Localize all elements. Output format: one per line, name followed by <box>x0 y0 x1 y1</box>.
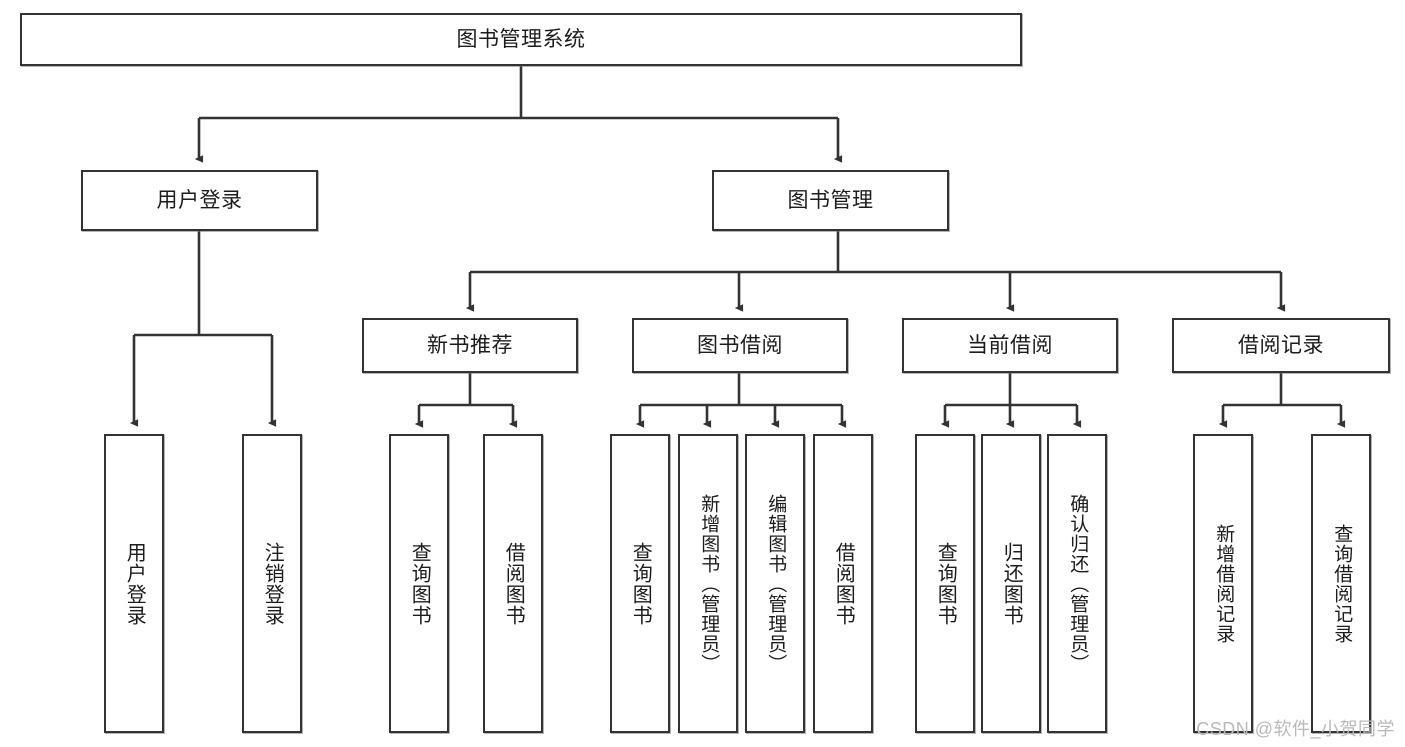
node-user-login-label: 用户登录 <box>156 188 243 212</box>
leaf-query-book-2-label: 查询图书 <box>629 541 652 626</box>
node-book-borrow[interactable]: 图书借阅 <box>632 318 848 373</box>
leaf-borrow-book-2-label: 借阅图书 <box>832 541 855 626</box>
csdn-watermark: CSDN @软件_小贺同学 <box>1196 719 1395 739</box>
node-new-book-rec[interactable]: 新书推荐 <box>362 318 578 373</box>
node-current-borrow-label: 当前借阅 <box>967 333 1053 357</box>
leaf-query-record-label: 查询借阅记录 <box>1331 523 1353 644</box>
leaf-borrow-book-1-label: 借阅图书 <box>502 541 525 626</box>
node-root[interactable]: 图书管理系统 <box>20 13 1022 66</box>
node-new-book-rec-label: 新书推荐 <box>427 333 513 357</box>
leaf-add-book-label: 新增图书（管理员） <box>698 493 720 674</box>
leaf-add-book[interactable]: 新增图书（管理员） <box>678 434 738 733</box>
node-user-login[interactable]: 用户登录 <box>81 170 318 231</box>
leaf-query-record[interactable]: 查询借阅记录 <box>1311 434 1371 733</box>
leaf-query-book-2[interactable]: 查询图书 <box>610 434 670 733</box>
leaf-borrow-book-1[interactable]: 借阅图书 <box>483 434 543 733</box>
node-book-manage-label: 图书管理 <box>787 188 874 212</box>
node-current-borrow[interactable]: 当前借阅 <box>902 318 1118 373</box>
leaf-query-book-1[interactable]: 查询图书 <box>389 434 449 733</box>
leaf-borrow-book-2[interactable]: 借阅图书 <box>813 434 873 733</box>
leaf-user-login[interactable]: 用户登录 <box>104 434 164 733</box>
leaf-logout[interactable]: 注销登录 <box>242 434 302 733</box>
leaf-return-book[interactable]: 归还图书 <box>981 434 1041 733</box>
leaf-add-record-label: 新增借阅记录 <box>1213 523 1235 644</box>
node-book-manage[interactable]: 图书管理 <box>712 170 949 231</box>
leaf-edit-book[interactable]: 编辑图书（管理员） <box>745 434 805 733</box>
node-root-label: 图书管理系统 <box>456 27 586 51</box>
leaf-confirm-return[interactable]: 确认归还（管理员） <box>1047 434 1107 733</box>
leaf-query-book-1-label: 查询图书 <box>408 541 431 626</box>
leaf-edit-book-label: 编辑图书（管理员） <box>765 493 787 674</box>
leaf-query-book-3[interactable]: 查询图书 <box>915 434 975 733</box>
node-borrow-record[interactable]: 借阅记录 <box>1172 318 1390 373</box>
node-borrow-record-label: 借阅记录 <box>1238 333 1324 357</box>
leaf-query-book-3-label: 查询图书 <box>934 541 957 626</box>
node-book-borrow-label: 图书借阅 <box>697 333 783 357</box>
leaf-add-record[interactable]: 新增借阅记录 <box>1193 434 1253 733</box>
leaf-return-book-label: 归还图书 <box>1000 541 1023 626</box>
leaf-confirm-return-label: 确认归还（管理员） <box>1067 493 1089 674</box>
leaf-user-login-label: 用户登录 <box>123 541 146 626</box>
leaf-logout-label: 注销登录 <box>261 541 284 626</box>
